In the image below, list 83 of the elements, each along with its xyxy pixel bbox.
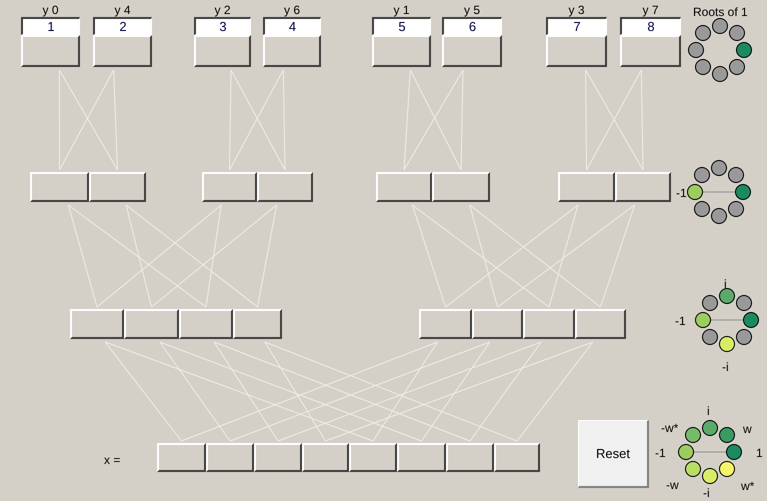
value-box xyxy=(615,172,671,202)
connector-line xyxy=(96,204,222,308)
value-box xyxy=(157,443,206,472)
connector-line xyxy=(404,70,411,170)
root-label: -i xyxy=(703,486,710,500)
value-box xyxy=(349,443,397,472)
value-box xyxy=(70,309,124,339)
index-label: y 0 xyxy=(41,3,60,17)
index-label: y 7 xyxy=(641,3,660,17)
value-box xyxy=(124,309,179,339)
number-field: 7 xyxy=(546,17,607,35)
number-field: 5 xyxy=(372,17,431,35)
value-box xyxy=(419,309,472,339)
value-box xyxy=(254,443,302,472)
root-label: i xyxy=(707,404,710,418)
root-label: -w* xyxy=(661,421,678,435)
value-box xyxy=(179,309,233,339)
connector-line xyxy=(104,342,374,442)
value-box xyxy=(202,172,257,202)
root-label: -i xyxy=(722,360,729,374)
connector-line xyxy=(412,204,550,308)
connector-line xyxy=(68,204,206,308)
connector-line xyxy=(206,204,222,308)
value-box xyxy=(472,309,523,339)
equation-label: x = xyxy=(104,453,120,467)
connector-line xyxy=(497,204,636,308)
connector-line xyxy=(104,342,182,442)
root-label: -1 xyxy=(655,446,666,460)
number-field: 1 xyxy=(21,17,80,35)
connector-line xyxy=(151,204,278,308)
connector-line xyxy=(264,342,326,442)
root-label: -1 xyxy=(676,186,687,200)
heading-label: Roots of 1 xyxy=(693,5,748,19)
value-box xyxy=(397,443,446,472)
connector-line xyxy=(469,204,498,308)
connector-line xyxy=(325,342,594,442)
connector-line xyxy=(214,342,278,442)
connector-line xyxy=(257,204,278,308)
root-label: -1 xyxy=(675,314,686,328)
connector-line xyxy=(126,204,258,308)
number-field: 4 xyxy=(263,17,321,35)
index-label: y 3 xyxy=(567,3,586,17)
connector-line xyxy=(421,342,490,442)
connector-line xyxy=(469,204,601,308)
number-field: 2 xyxy=(93,17,152,35)
value-box xyxy=(575,309,626,339)
connector-line xyxy=(159,342,230,442)
connector-line xyxy=(445,204,578,308)
value-box xyxy=(302,443,349,472)
index-label: y 1 xyxy=(392,3,410,17)
value-box xyxy=(558,172,615,202)
number-field: 8 xyxy=(620,17,681,35)
index-label: y 5 xyxy=(462,3,481,17)
connector-line xyxy=(113,70,118,170)
connector-line xyxy=(600,204,636,308)
number-field: 3 xyxy=(194,17,251,35)
value-box xyxy=(446,443,494,472)
reset-button: Reset xyxy=(578,420,649,488)
connector-line xyxy=(372,342,438,442)
connector-line xyxy=(412,204,446,308)
index-label: y 2 xyxy=(213,3,232,17)
value-box xyxy=(89,172,146,202)
value-box xyxy=(494,443,540,472)
value-box xyxy=(30,172,89,202)
index-label: y 6 xyxy=(282,3,301,17)
root-label: i xyxy=(724,277,727,291)
connector-line xyxy=(68,204,98,308)
connector-line xyxy=(516,342,594,442)
value-box xyxy=(206,443,254,472)
index-label: y 4 xyxy=(113,3,132,17)
root-label: 1 xyxy=(756,446,763,460)
value-box xyxy=(432,172,490,202)
value-box xyxy=(376,172,432,202)
value-box xyxy=(257,172,313,202)
connector-line xyxy=(470,342,542,442)
root-label: w xyxy=(743,422,752,436)
connector-line xyxy=(548,204,578,308)
connector-line xyxy=(126,204,152,308)
number-field: 6 xyxy=(442,17,502,35)
value-box xyxy=(523,309,575,339)
root-label: w* xyxy=(741,479,754,493)
value-box xyxy=(233,309,282,339)
root-label: -w xyxy=(666,478,679,492)
